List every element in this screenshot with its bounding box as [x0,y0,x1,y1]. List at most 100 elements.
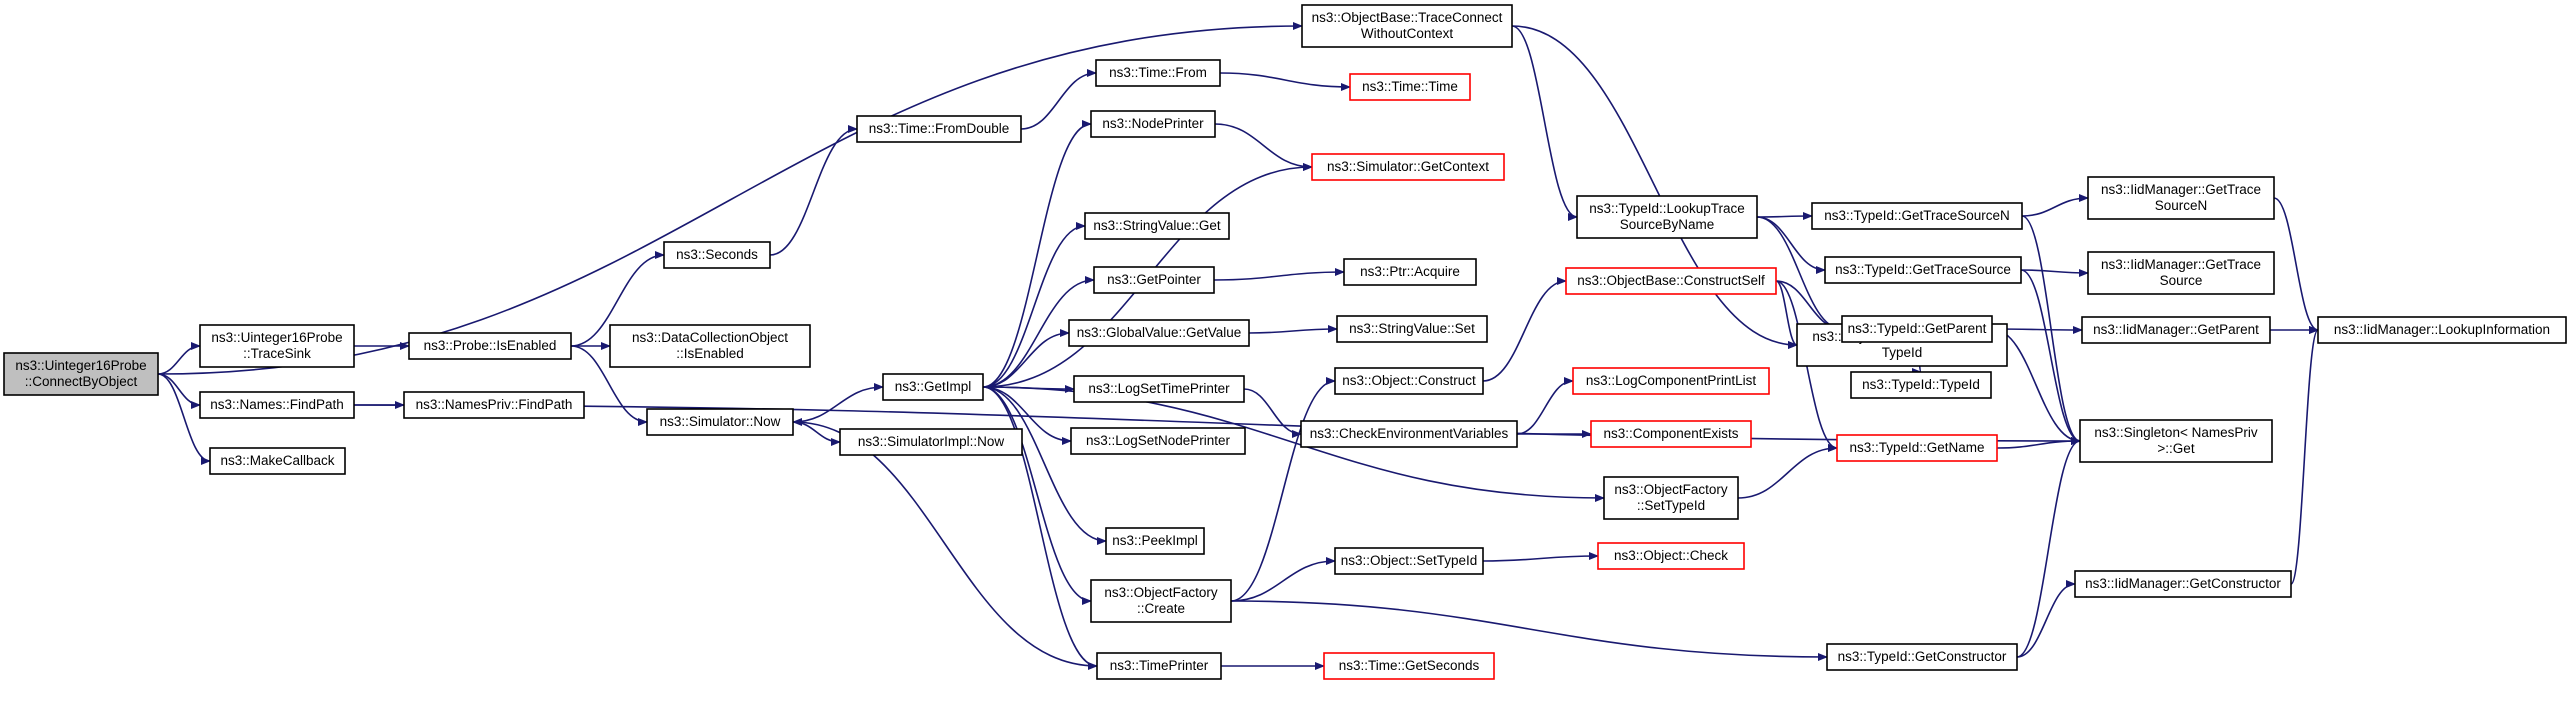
node-label: ns3::TypeId::GetTraceSource [1835,262,2011,277]
edge-arrow [792,383,884,423]
node-box [199,324,355,368]
edge-root-to-makecallback [157,373,211,465]
node-box [1334,547,1484,575]
node-label: ::TraceSink [243,346,311,361]
edge-arrow [982,329,1070,388]
node-label: ns3::ObjectFactory [1614,482,1728,497]
node-tracesink[interactable]: ns3::Uinteger16Probe::TraceSink [199,324,355,368]
node-iidgettracesourcen[interactable]: ns3::IidManager::GetTraceSourceN [2087,176,2275,220]
node-getpointer[interactable]: ns3::GetPointer [1093,266,1215,294]
edge-objsettypeid-to-objcheck [1482,552,1599,562]
node-globalvalue[interactable]: ns3::GlobalValue::GetValue [1068,319,1250,347]
node-gettracesource[interactable]: ns3::TypeId::GetTraceSource [1824,256,2022,284]
node-iidgettracesource[interactable]: ns3::IidManager::GetTraceSource [2087,251,2275,295]
node-tidgetname[interactable]: ns3::TypeId::GetName [1836,434,1998,462]
node-iidlookupinfo[interactable]: ns3::IidManager::LookupInformation [2317,316,2567,344]
node-label: ns3::TypeId::GetConstructor [1838,649,2007,664]
node-timetime[interactable]: ns3::Time::Time [1349,73,1471,101]
node-findpath[interactable]: ns3::Names::FindPath [199,391,355,419]
node-ofsettypeid[interactable]: ns3::ObjectFactory::SetTypeId [1603,476,1739,520]
node-logsetnode[interactable]: ns3::LogSetNodePrinter [1070,427,1246,455]
node-label: ns3::Ptr::Acquire [1360,264,1460,279]
edge-getimpl-to-nodeprinter [982,120,1092,388]
edge-logsettime-to-checkenv [1243,388,1302,438]
node-label: TypeId [1882,345,1923,360]
node-label: ns3::NodePrinter [1102,116,1204,131]
node-timeprinter[interactable]: ns3::TimePrinter [1096,652,1222,680]
node-timegetseconds[interactable]: ns3::Time::GetSeconds [1323,652,1495,680]
edge-arrow [1214,123,1313,171]
node-label: ns3::LogSetNodePrinter [1086,433,1231,448]
node-probeisenabled[interactable]: ns3::Probe::IsEnabled [408,332,572,360]
edge-getimpl-to-peekimpl [982,386,1107,545]
node-ofcreate[interactable]: ns3::ObjectFactory::Create [1090,579,1232,623]
node-timefrom[interactable]: ns3::Time::From [1095,59,1221,87]
edge-arrow [1516,377,1574,435]
node-label: ns3::ObjectBase::TraceConnect [1312,10,1503,25]
edge-lookuptrace-to-gettracesourcen [1756,212,1813,221]
node-gettracesourcen[interactable]: ns3::TypeId::GetTraceSourceN [1811,202,2023,230]
edge-arrow [1737,444,1838,499]
edge-arrow [157,342,201,375]
node-root[interactable]: ns3::Uinteger16Probe::ConnectByObject [3,352,159,396]
edge-arrow [1511,25,1798,349]
edge-globalvalue-to-stringvalueset [1248,325,1338,334]
node-getimpl[interactable]: ns3::GetImpl [882,373,984,401]
edge-simnow-to-getimpl [792,383,884,423]
node-label: ns3::Simulator::Now [660,414,781,429]
node-simnow[interactable]: ns3::Simulator::Now [646,408,794,436]
edge-arrow [1230,600,1828,661]
node-label: ns3::Uinteger16Probe [15,358,146,373]
node-checkenv[interactable]: ns3::CheckEnvironmentVariables [1300,420,1518,448]
node-label: ns3::Uinteger16Probe [211,330,342,345]
node-makecallback[interactable]: ns3::MakeCallback [209,447,346,475]
node-label: ns3::Names::FindPath [210,397,344,412]
node-box [1300,420,1518,448]
edge-arrow [353,404,2081,445]
edge-arrow [2016,437,2081,658]
node-simgetcontext[interactable]: ns3::Simulator::GetContext [1311,153,1505,181]
node-namesprivfindpath[interactable]: ns3::NamesPriv::FindPath [403,391,585,419]
node-tidgetparent[interactable]: ns3::TypeId::GetParent [1841,315,1993,343]
node-objsettypeid[interactable]: ns3::Object::SetTypeId [1334,547,1484,575]
node-objconstruct[interactable]: ns3::Object::Construct [1334,367,1484,395]
node-logsettime[interactable]: ns3::LogSetTimePrinter [1073,375,1245,403]
node-stringvalueset[interactable]: ns3::StringValue::Set [1336,315,1488,343]
node-traceconnect[interactable]: ns3::ObjectBase::TraceConnectWithoutCont… [1301,4,1513,48]
node-box [1565,267,1777,295]
node-peekimpl[interactable]: ns3::PeekImpl [1105,527,1205,555]
node-label: ns3::GetImpl [895,379,972,394]
edges-layer [157,22,2319,670]
node-box [2081,316,2271,344]
edge-arrow [1996,437,2081,449]
node-logcomplist[interactable]: ns3::LogComponentPrintList [1572,367,1770,395]
node-label: ns3::TimePrinter [1110,658,1209,673]
node-simimplnow[interactable]: ns3::SimulatorImpl::Now [839,428,1023,456]
node-box [1576,195,1758,239]
edge-arrow [1756,212,1813,221]
node-tidgetconstructor[interactable]: ns3::TypeId::GetConstructor [1826,643,2018,671]
node-iidgetparent[interactable]: ns3::IidManager::GetParent [2081,316,2271,344]
node-label: ns3::IidManager::GetConstructor [2085,576,2281,591]
node-stringvalueget[interactable]: ns3::StringValue::Get [1084,212,1230,240]
node-label: ns3::CheckEnvironmentVariables [1310,426,1509,441]
node-objcheck[interactable]: ns3::Object::Check [1597,542,1745,570]
edge-root-to-traceconnect [157,22,1303,375]
node-ptracquire[interactable]: ns3::Ptr::Acquire [1343,258,1477,286]
node-label: ns3::TypeId::GetName [1849,440,1984,455]
node-nodeprinter[interactable]: ns3::NodePrinter [1090,110,1216,138]
edge-findpath-to-singletonget [353,404,2081,445]
edge-arrow [2290,326,2319,585]
edge-root-to-tracesink [157,342,201,375]
node-tidtypeid[interactable]: ns3::TypeId::TypeId [1850,371,1992,399]
node-dcoisenabled[interactable]: ns3::DataCollectionObject::IsEnabled [609,324,811,368]
edge-arrow [982,222,1086,388]
node-fromdouble[interactable]: ns3::Time::FromDouble [856,115,1022,143]
node-constructself[interactable]: ns3::ObjectBase::ConstructSelf [1565,267,1777,295]
node-seconds[interactable]: ns3::Seconds [663,241,771,269]
node-iidgetconstructor[interactable]: ns3::IidManager::GetConstructor [2074,570,2292,598]
node-singletonget[interactable]: ns3::Singleton< NamesPriv >::Get [2079,419,2273,463]
node-compexists[interactable]: ns3::ComponentExists [1590,420,1752,448]
node-box [646,408,794,436]
